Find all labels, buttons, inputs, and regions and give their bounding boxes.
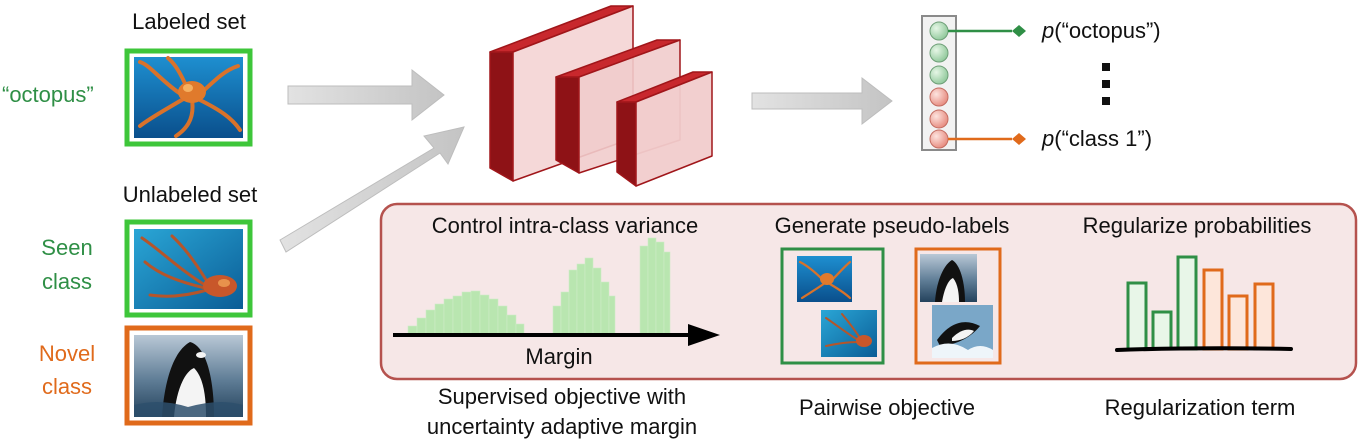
prob-class1-text: (“class 1”)	[1054, 126, 1153, 151]
prob-octopus: p(“octopus”)	[1042, 20, 1161, 42]
unlabeled-set-title: Unlabeled set	[122, 182, 258, 207]
probability-bars	[1126, 255, 1275, 351]
intra-class-title: Control intra-class variance	[431, 213, 699, 238]
labeled-octopus-image	[124, 48, 253, 147]
arrow-cnn-to-output	[751, 76, 893, 126]
arrow-unlabeled-to-cnn	[279, 126, 465, 253]
prob-octopus-p: p	[1042, 18, 1055, 43]
margin-label: Margin	[525, 344, 593, 369]
seen-class-octopus-image	[124, 219, 253, 318]
seen-class-label-line2: class	[41, 269, 93, 294]
novel-class-label-line2: class	[41, 374, 93, 399]
pairwise-caption: Pairwise objective	[798, 395, 976, 420]
supervised-caption-line2: uncertainty adaptive margin	[426, 414, 698, 439]
regularization-caption: Regularization term	[1104, 395, 1296, 420]
prob-class1-p: p	[1042, 126, 1055, 151]
novel-class-label-line1: Novel	[38, 341, 96, 366]
output-vector	[921, 15, 957, 151]
pseudo-label-title: Generate pseudo-labels	[774, 213, 1010, 238]
labeled-set-title: Labeled set	[132, 9, 246, 34]
bars-baseline	[1115, 346, 1293, 352]
vertical-ellipsis	[1102, 63, 1110, 105]
novel-class-orca-image	[124, 325, 253, 426]
supervised-caption-line1: Supervised objective with	[437, 384, 687, 409]
octopus-label: “octopus”	[2, 82, 94, 107]
regularize-title: Regularize probabilities	[1082, 213, 1312, 238]
novel-pseudo-label-group	[914, 247, 1002, 365]
cnn-layers	[489, 5, 713, 187]
prob-octopus-text: (“octopus”)	[1054, 18, 1161, 43]
prob-class1: p(“class 1”)	[1042, 128, 1152, 150]
margin-axis-arrow	[393, 324, 720, 346]
seen-pseudo-label-group	[780, 247, 885, 365]
class1-output-connector	[948, 133, 1026, 145]
seen-class-label-line1: Seen	[41, 235, 93, 260]
arrow-labeled-to-cnn	[287, 68, 445, 122]
octopus-output-connector	[948, 25, 1026, 37]
